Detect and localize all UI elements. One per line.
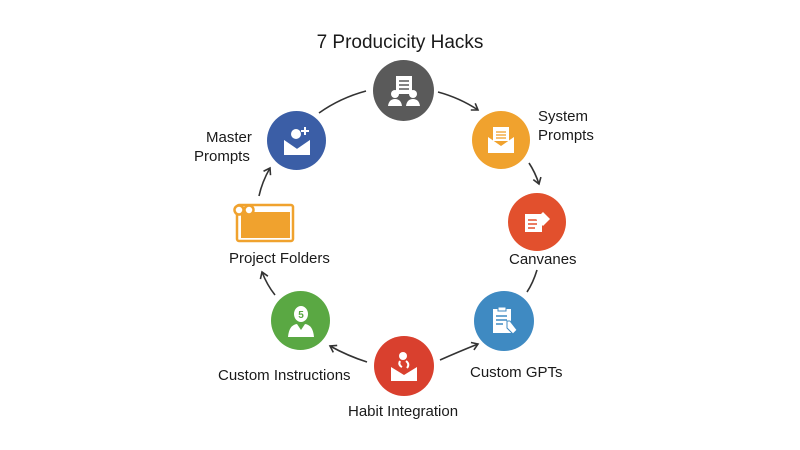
arrow-master-to-top bbox=[318, 90, 367, 114]
arrow-canvases-to-gpts bbox=[526, 269, 538, 293]
arrow-habit-to-instructions bbox=[328, 344, 368, 363]
envelope-user-add-icon bbox=[283, 126, 310, 155]
arrow-top-to-system bbox=[437, 91, 480, 111]
label-system-prompts: System Prompts bbox=[538, 107, 594, 145]
envelope-notepad-icon bbox=[488, 127, 514, 153]
label-line: Prompts bbox=[538, 127, 594, 144]
node-master-prompts[interactable] bbox=[267, 111, 326, 170]
label-custom-instructions: Custom Instructions bbox=[218, 367, 351, 384]
label-line: System bbox=[538, 108, 589, 125]
clipboard-hand-icon bbox=[493, 306, 518, 335]
node-canvases[interactable] bbox=[508, 193, 566, 251]
label-custom-gpts: Custom GPTs bbox=[470, 364, 563, 381]
arrow-instructions-to-folders bbox=[259, 270, 276, 296]
node-system-prompts[interactable] bbox=[472, 111, 530, 169]
arrow-habit-to-gpts bbox=[439, 341, 480, 361]
diagram-title: 7 Producicity Hacks bbox=[316, 32, 484, 53]
arrow-system-to-canvases bbox=[528, 162, 542, 186]
label-canvases: Canvanes bbox=[509, 251, 577, 268]
node-habit-integration[interactable] bbox=[374, 336, 434, 396]
label-line: Prompts bbox=[194, 148, 250, 165]
label-habit-integration: Habit Integration bbox=[348, 403, 459, 420]
label-master-prompts: Master Prompts bbox=[194, 128, 252, 166]
label-project-folders: Project Folders bbox=[229, 250, 330, 267]
document-eraser-icon bbox=[525, 212, 550, 232]
node-custom-gpts[interactable] bbox=[474, 291, 534, 351]
folder-window-icon bbox=[233, 203, 295, 243]
meeting-document-icon bbox=[387, 75, 420, 106]
node-top[interactable] bbox=[373, 60, 434, 121]
node-custom-instructions[interactable]: 5 bbox=[271, 291, 330, 350]
arrow-folders-to-master bbox=[258, 166, 272, 197]
badge-number: 5 bbox=[298, 310, 304, 321]
label-line: Master bbox=[206, 129, 252, 146]
node-project-folders[interactable] bbox=[231, 199, 295, 243]
person-badge-icon: 5 bbox=[287, 305, 314, 337]
envelope-plant-icon bbox=[391, 352, 417, 381]
